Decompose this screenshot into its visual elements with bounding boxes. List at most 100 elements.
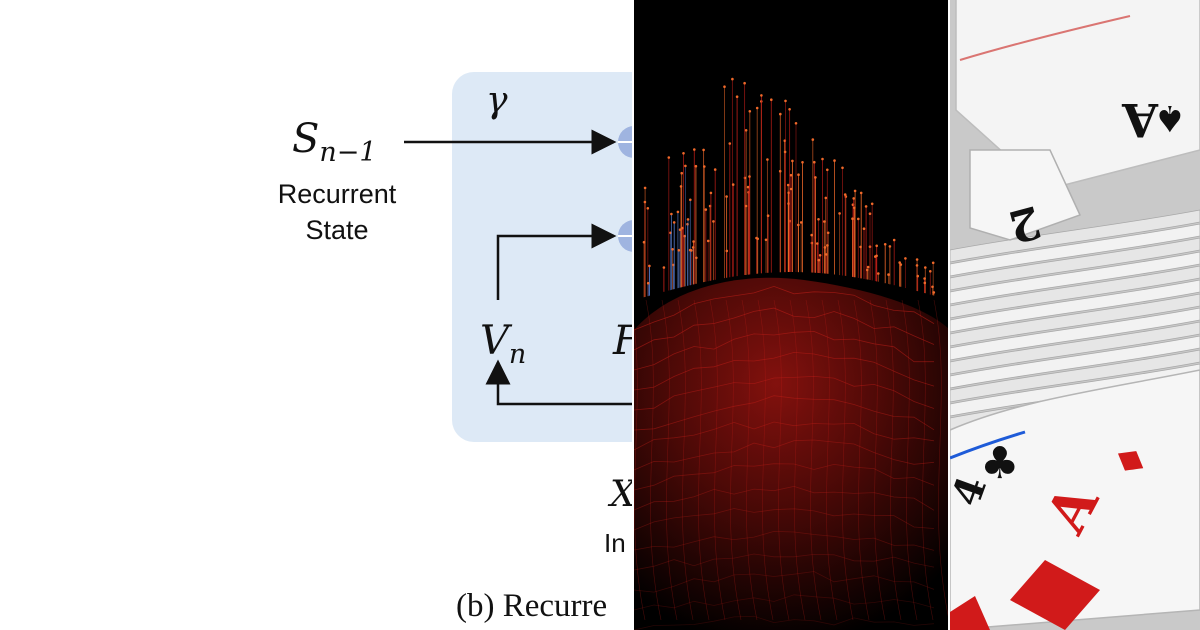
spike-tip [870,202,874,206]
mesh-line [741,299,758,621]
mesh-line [634,508,935,531]
gamma-symbol: γ [486,80,508,121]
spike-tip [786,183,790,187]
mesh-line [789,299,806,621]
spike-tip [766,158,769,161]
diagram-arrows [404,126,634,406]
card-edge [950,223,1200,277]
ace-of-diamonds-card: ♣ 4 A ♦ [950,369,1200,630]
spike-tip [866,268,869,272]
spike-tip [770,98,773,101]
value-arrow [496,223,617,300]
surface-mesh [634,285,950,630]
spike-lines [642,77,936,298]
mesh-line [837,299,854,621]
mesh-line [634,463,935,491]
spike-tip [744,129,748,132]
spike-tip [788,108,791,111]
spike-tip [875,254,878,258]
spike-tip [868,212,872,215]
card-edge [950,293,1200,347]
spike-tip [824,196,828,200]
visualization-panel [634,0,950,630]
mesh-line [917,299,934,621]
spike-tip [746,185,750,189]
surface-mound [634,277,950,630]
card-edge [950,307,1200,361]
spike-tip [859,191,863,195]
spade-icon: ♠ [1154,97,1186,139]
mesh-line [634,421,935,451]
mesh-line [634,307,935,351]
mesh-line [634,323,646,621]
ace-of-spades-card: A ♠ [955,0,1200,191]
spike-tip [852,197,855,200]
mesh-line [677,299,694,621]
spike-tip [755,106,759,110]
mesh-line [634,530,935,551]
spike-tip [789,187,793,191]
spike-tip [797,173,800,176]
spike-tip [686,218,690,221]
spike-tip [677,249,681,252]
spike-tip [688,248,692,252]
spike-tip [931,261,935,265]
mesh-line [853,299,870,621]
mesh-line [634,330,934,371]
spike-tip [646,281,650,285]
mesh-line [933,299,950,621]
spike-tip [823,246,827,249]
spike-tip [898,261,901,264]
spike-tip [731,183,735,186]
mesh-line [757,299,774,621]
mesh-line [634,375,935,411]
mesh-line [634,285,935,331]
spike-tip [667,156,671,159]
spike-tip [680,171,683,175]
spike-tip [838,212,841,215]
card-edge [950,237,1200,291]
spike-tip [904,257,907,260]
mesh-line [693,299,710,621]
spike-tip [672,221,676,224]
spike-tip [826,231,830,235]
card-stack-edges [950,209,1200,445]
spike-tip [684,164,687,168]
spike-tip [864,205,868,208]
spike-tip [853,189,857,193]
spike-tip [929,270,932,273]
mesh-line [885,299,902,621]
recurrent-state-label: Recurrent State [277,179,397,245]
spike-tip [811,138,815,141]
spike-tip [643,186,647,190]
state-symbol: Sn−1 [292,116,377,168]
spike-tip [692,240,695,243]
spike-tip [916,274,919,278]
f-symbol: F [613,318,634,364]
spike-tip [725,195,728,198]
spike-tip [817,258,821,262]
spike-tip [892,238,896,242]
spike-tip [679,185,683,188]
mesh-line [725,299,742,621]
spike-tip [851,217,854,220]
spike-tip [748,110,752,113]
spike-tip [821,157,824,161]
spike-tip [915,258,919,261]
spike-tip [843,193,847,196]
club-icon: ♣ [980,438,1019,489]
spike-tip [875,244,878,248]
mesh-line [869,299,886,621]
input-label: In [604,528,626,558]
ace-rank: A [1121,93,1159,147]
mesh-line [634,395,935,431]
spike-tip [709,191,713,195]
spike-tip [813,160,816,164]
spike-tip [702,148,705,152]
figure-caption: (b) Recurre [456,588,608,624]
mesh-line [901,299,918,621]
mesh-line [634,485,935,511]
spike-tip [712,220,715,223]
spike-tip [862,227,866,230]
spike-tip [695,256,698,260]
